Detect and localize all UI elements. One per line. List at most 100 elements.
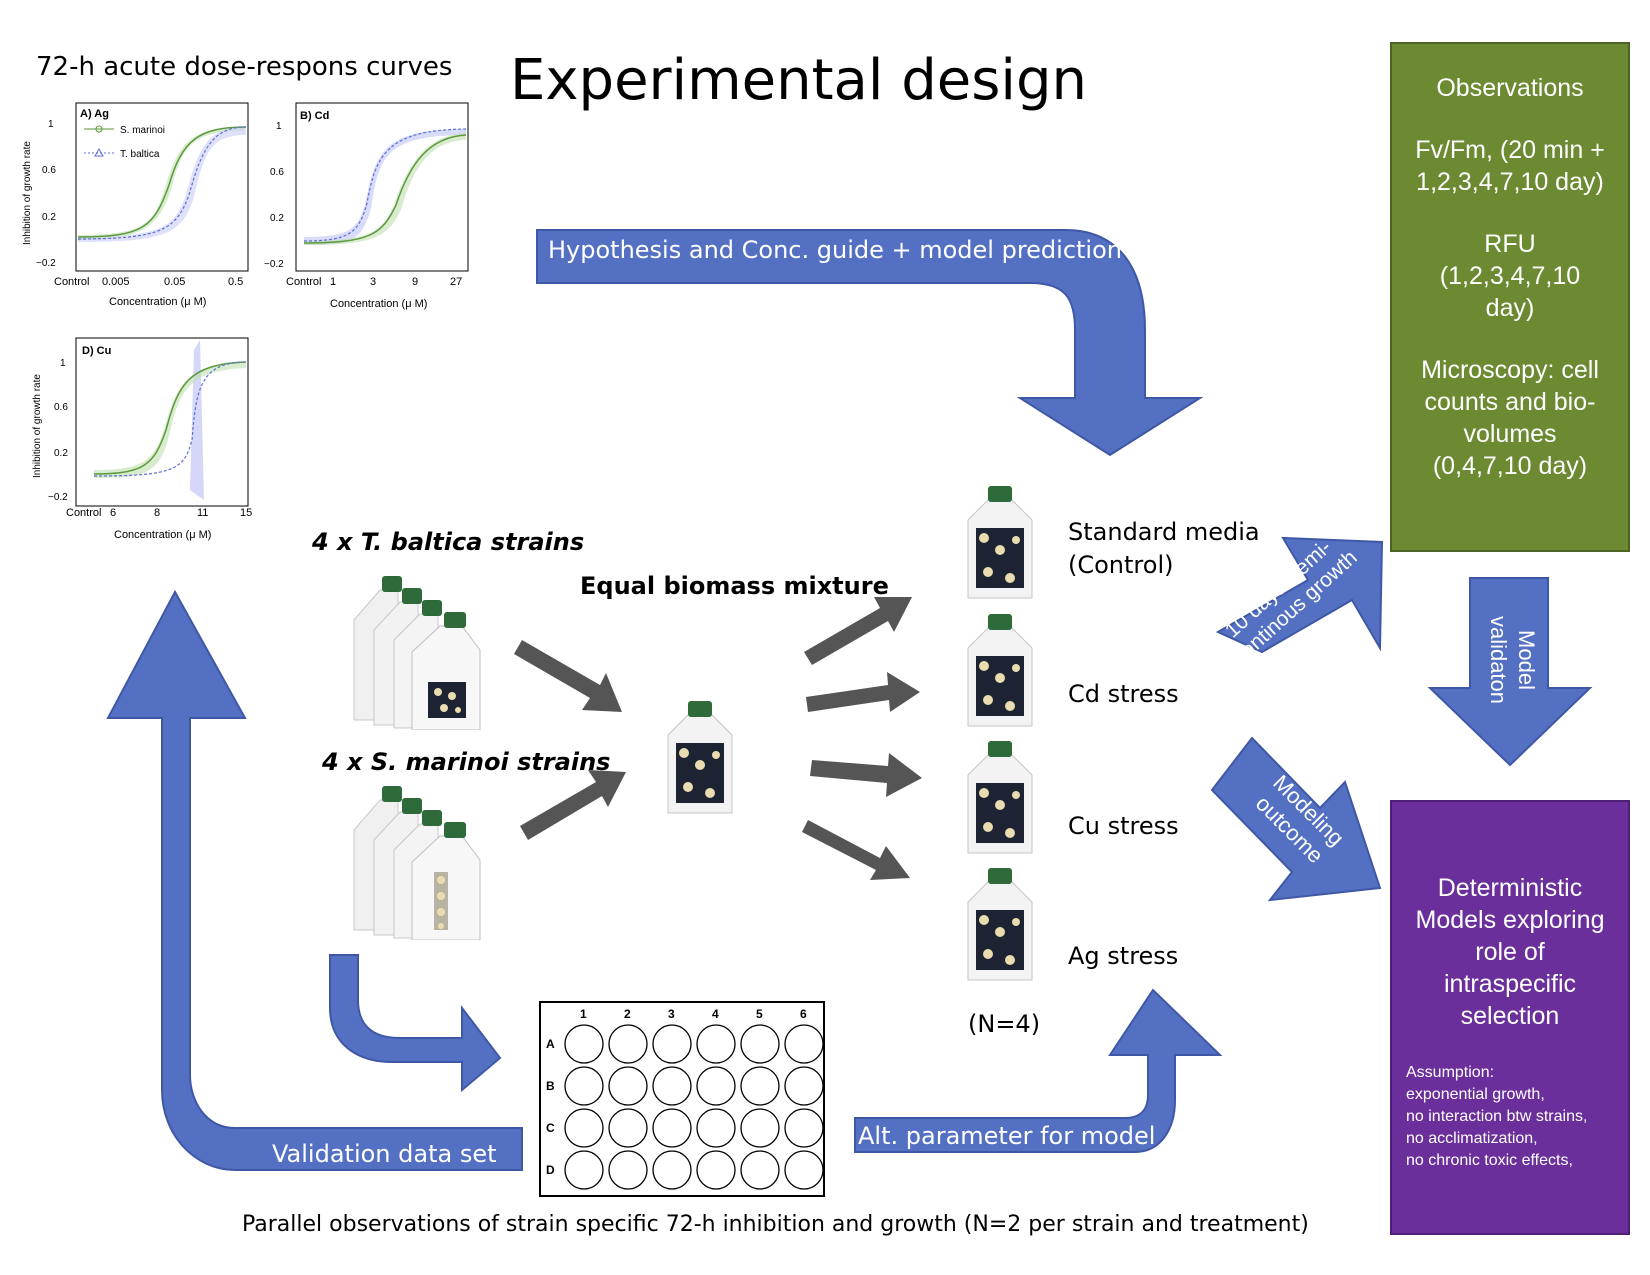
x-tick: 0.005	[102, 276, 130, 288]
plate-col: 1	[580, 1007, 587, 1021]
x-tick: 6	[110, 507, 116, 519]
chart-ag-cd-panel: A) Ag 1 0.6 0.2 −0.2 Inhibition of growt…	[22, 102, 469, 310]
arrow-baltica-to-mix	[514, 640, 622, 712]
chart-ag-title: A) Ag	[80, 108, 109, 120]
parallel-observations-note: Parallel observations of strain specific…	[242, 1212, 1309, 1237]
plate-well	[564, 1108, 604, 1148]
plate-well	[696, 1024, 736, 1064]
y-tick: 0.6	[270, 167, 284, 178]
flask-icon	[967, 868, 1033, 981]
arrow-to-cd	[806, 672, 920, 712]
arrow-to-control	[804, 597, 912, 665]
plate-row: B	[546, 1079, 555, 1093]
plate-well	[652, 1066, 692, 1106]
plate-well	[652, 1024, 692, 1064]
plate-well	[740, 1066, 780, 1106]
ag-flask	[967, 868, 1033, 981]
mixture-flask	[667, 701, 733, 814]
plate-well	[608, 1024, 648, 1064]
x-axis-label: Concentration (μ M)	[114, 529, 211, 541]
plate-col: 2	[624, 1007, 631, 1021]
flask-icon	[353, 576, 481, 730]
plate-well	[608, 1150, 648, 1190]
x-tick: Control	[54, 276, 89, 288]
ci-band-baltica	[78, 127, 246, 242]
x-tick: 3	[370, 276, 376, 288]
plate-well	[608, 1066, 648, 1106]
legend-marker-marinoi	[95, 125, 103, 133]
plate-well	[784, 1150, 824, 1190]
plate-well	[652, 1108, 692, 1148]
y-tick: −0.2	[48, 492, 68, 503]
chart-cd-title: B) Cd	[300, 110, 329, 122]
y-tick: 0.2	[270, 213, 284, 224]
treatment-ag: Ag stress	[1068, 942, 1179, 970]
observation-rfu: RFU (1,2,3,4,7,10 day)	[1439, 230, 1581, 322]
x-tick: 27	[450, 276, 462, 288]
legend-marker-baltica	[94, 147, 104, 157]
x-tick: 1	[330, 276, 336, 288]
well-plate-frame	[539, 1001, 825, 1197]
y-tick: 1	[276, 121, 282, 132]
plate-row: D	[546, 1163, 555, 1177]
plate-well	[784, 1066, 824, 1106]
control-flask	[967, 486, 1033, 599]
arrow-to-ag	[802, 820, 910, 880]
y-tick: −0.2	[264, 259, 284, 270]
plate-arrow	[329, 954, 502, 1093]
curve-baltica	[77, 126, 247, 240]
arrow-to-cu	[810, 753, 922, 797]
curve-baltica	[93, 361, 247, 477]
chart-cd: B) Cd 1 0.6 0.2 −0.2 Control 1 3 9 27 Co…	[264, 102, 469, 310]
plate-well	[696, 1066, 736, 1106]
alt-parameter-label: Alt. parameter for model	[858, 1122, 1156, 1150]
plate-well	[740, 1150, 780, 1190]
model-validation-label: Model validaton	[1486, 615, 1539, 705]
diagram-title: Experimental design	[510, 48, 1088, 113]
y-tick: −0.2	[36, 258, 56, 269]
plate-wells	[564, 1024, 824, 1190]
plate-well	[564, 1150, 604, 1190]
y-tick: 0.2	[54, 448, 68, 459]
plate-col: 4	[712, 1007, 719, 1021]
observations-heading: Observations	[1436, 74, 1584, 102]
marinoi-flasks	[353, 786, 481, 940]
models-box: Deterministic Models exploring role of i…	[1390, 800, 1630, 1235]
flask-icon	[967, 486, 1033, 599]
plate-well	[740, 1108, 780, 1148]
curve-marinoi	[77, 126, 247, 238]
x-axis-label: Concentration (μ M)	[330, 298, 427, 310]
ci-band-baltica	[304, 129, 466, 245]
plate-well	[740, 1024, 780, 1064]
curve-marinoi	[93, 361, 247, 475]
chart-cu-title: D) Cu	[82, 345, 111, 357]
flask-icon	[967, 741, 1033, 854]
x-tick: 8	[154, 507, 160, 519]
chart-ag: A) Ag 1 0.6 0.2 −0.2 Inhibition of growt…	[22, 102, 249, 308]
plate-well	[564, 1024, 604, 1064]
grey-arrows	[514, 597, 922, 880]
x-axis-label: Concentration (μ M)	[109, 296, 206, 308]
validation-label: Validation data set	[272, 1140, 497, 1168]
chart-cu: D) Cu 1 0.6 0.2 −0.2 Inhibition of growt…	[32, 337, 252, 541]
x-tick: Control	[286, 276, 321, 288]
curve-baltica	[303, 128, 467, 242]
y-tick: 0.2	[42, 212, 56, 223]
replicates-label: (N=4)	[968, 1010, 1041, 1038]
y-tick: 1	[60, 358, 66, 369]
baltica-flasks	[353, 576, 481, 730]
y-axis-label: Inhibition of growth rate	[22, 141, 33, 245]
x-tick: 11	[197, 507, 208, 519]
well-plate: 1 2 3 4 5 6 A B C D	[539, 1001, 825, 1197]
x-tick: 0.5	[228, 276, 243, 288]
plate-well	[784, 1024, 824, 1064]
modeling-outcome-arrow	[1210, 736, 1382, 902]
hypothesis-arrow	[536, 229, 1204, 457]
treatment-cd: Cd stress	[1068, 680, 1179, 708]
flask-icon	[667, 701, 733, 814]
plate-well	[784, 1108, 824, 1148]
y-tick: 1	[48, 119, 54, 130]
observation-fvfm: Fv/Fm, (20 min + 1,2,3,4,7,10 day)	[1415, 136, 1605, 196]
dose-response-heading: 72-h acute dose-respons curves	[36, 52, 453, 82]
